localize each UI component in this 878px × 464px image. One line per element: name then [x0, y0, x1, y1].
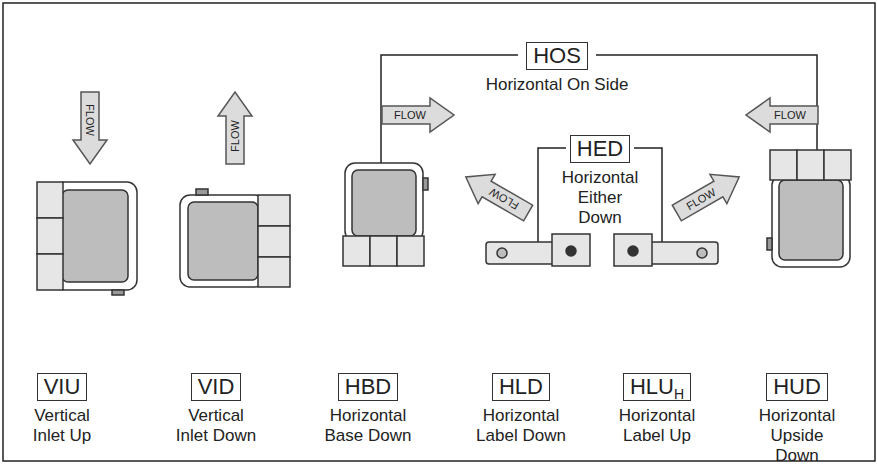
flow-label: FLOW: [229, 120, 241, 152]
code-box: HUD: [766, 373, 828, 401]
orientation-code: HBD: [345, 374, 391, 399]
orientation-code: HLU: [630, 374, 674, 399]
flow-arrow: [746, 98, 818, 132]
orientation-code: VID: [198, 374, 235, 399]
flow-arrow: [382, 98, 454, 132]
hlu-device: [614, 234, 718, 266]
code-box: HOS: [526, 42, 588, 70]
flow-label: FLOW: [84, 104, 96, 136]
code-box: HED: [570, 135, 630, 163]
orientation-code: HED: [577, 136, 623, 161]
viu-device: [37, 182, 137, 295]
orientation-code: HLD: [499, 374, 543, 399]
orientation-code: VIU: [44, 374, 81, 399]
flow-label: FLOW: [774, 109, 806, 121]
flow-arrow: [457, 162, 536, 227]
orientation-caption: Vertical Inlet Down: [171, 406, 261, 446]
orientation-code: HUD: [773, 374, 821, 399]
hld-device: [486, 234, 590, 266]
orientation-caption: Horizontal Upside Down: [747, 406, 847, 464]
bracket-lines: [381, 55, 817, 242]
orientation-caption: Horizontal Base Down: [313, 406, 423, 446]
code-box: VID: [191, 373, 242, 401]
vid-device: [180, 189, 290, 287]
code-box: HLUH: [623, 373, 691, 401]
hbd-device: [343, 163, 428, 266]
flow-arrow: [218, 92, 252, 164]
orientation-caption: Horizontal Either Down: [555, 168, 645, 228]
flow-arrow: [73, 92, 107, 164]
outer-frame: [3, 3, 875, 461]
orientation-caption: Horizontal Label Down: [471, 406, 571, 446]
orientation-caption: Vertical Inlet Up: [17, 406, 107, 446]
orientation-code: HOS: [533, 43, 581, 68]
orientation-caption: Horizontal On Side: [447, 75, 667, 95]
flow-arrow: [668, 162, 747, 227]
flow-label: FLOW: [394, 109, 426, 121]
code-box: HBD: [338, 373, 398, 401]
orientation-caption: Horizontal Label Up: [607, 406, 707, 446]
code-subscript: H: [674, 386, 684, 402]
code-box: VIU: [37, 373, 88, 401]
hud-device: [767, 150, 851, 267]
code-box: HLD: [492, 373, 550, 401]
